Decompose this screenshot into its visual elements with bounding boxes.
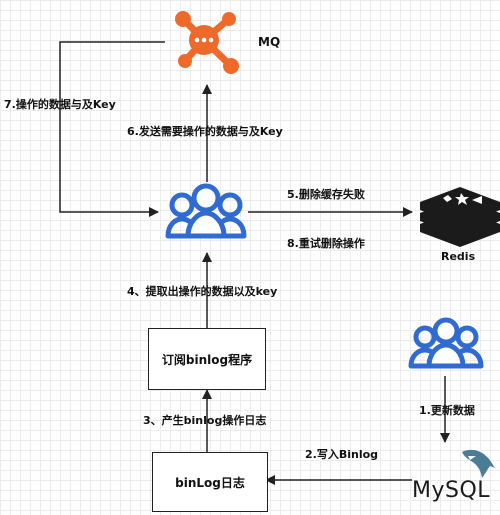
edge-label-6: 6.发送需要操作的数据与及Key xyxy=(127,125,283,138)
edge-7-line xyxy=(59,41,165,217)
redis-label: Redis xyxy=(441,250,476,263)
binlog-box: binLog日志 xyxy=(152,452,268,512)
connectors xyxy=(59,41,450,485)
edge-label-2: 2.写入Binlog xyxy=(305,448,379,461)
edge-label-1: 1.更新数据 xyxy=(419,404,475,417)
edge-label-7: 7.操作的数据与及Key xyxy=(4,98,116,111)
users-icon-central xyxy=(165,183,247,239)
mq-label: MQ xyxy=(258,35,281,49)
subscriber-box: 订阅binlog程序 xyxy=(148,328,266,390)
edge-label-3: 3、产生binlog操作日志 xyxy=(143,414,267,427)
binlog-box-label: binLog日志 xyxy=(175,475,245,490)
users-icon-db xyxy=(408,317,484,369)
mysql-dolphin-icon xyxy=(462,449,495,478)
mq-icon xyxy=(175,11,239,74)
edge-label-8: 8.重试删除操作 xyxy=(287,237,365,250)
edge-label-4: 4、提取出操作的数据以及key xyxy=(127,285,278,298)
subscriber-box-label: 订阅binlog程序 xyxy=(161,352,253,367)
edge-label-5: 5.删除缓存失败 xyxy=(287,188,365,201)
mysql-logo-text: MySQL xyxy=(412,478,491,503)
redis-icon xyxy=(420,187,500,247)
